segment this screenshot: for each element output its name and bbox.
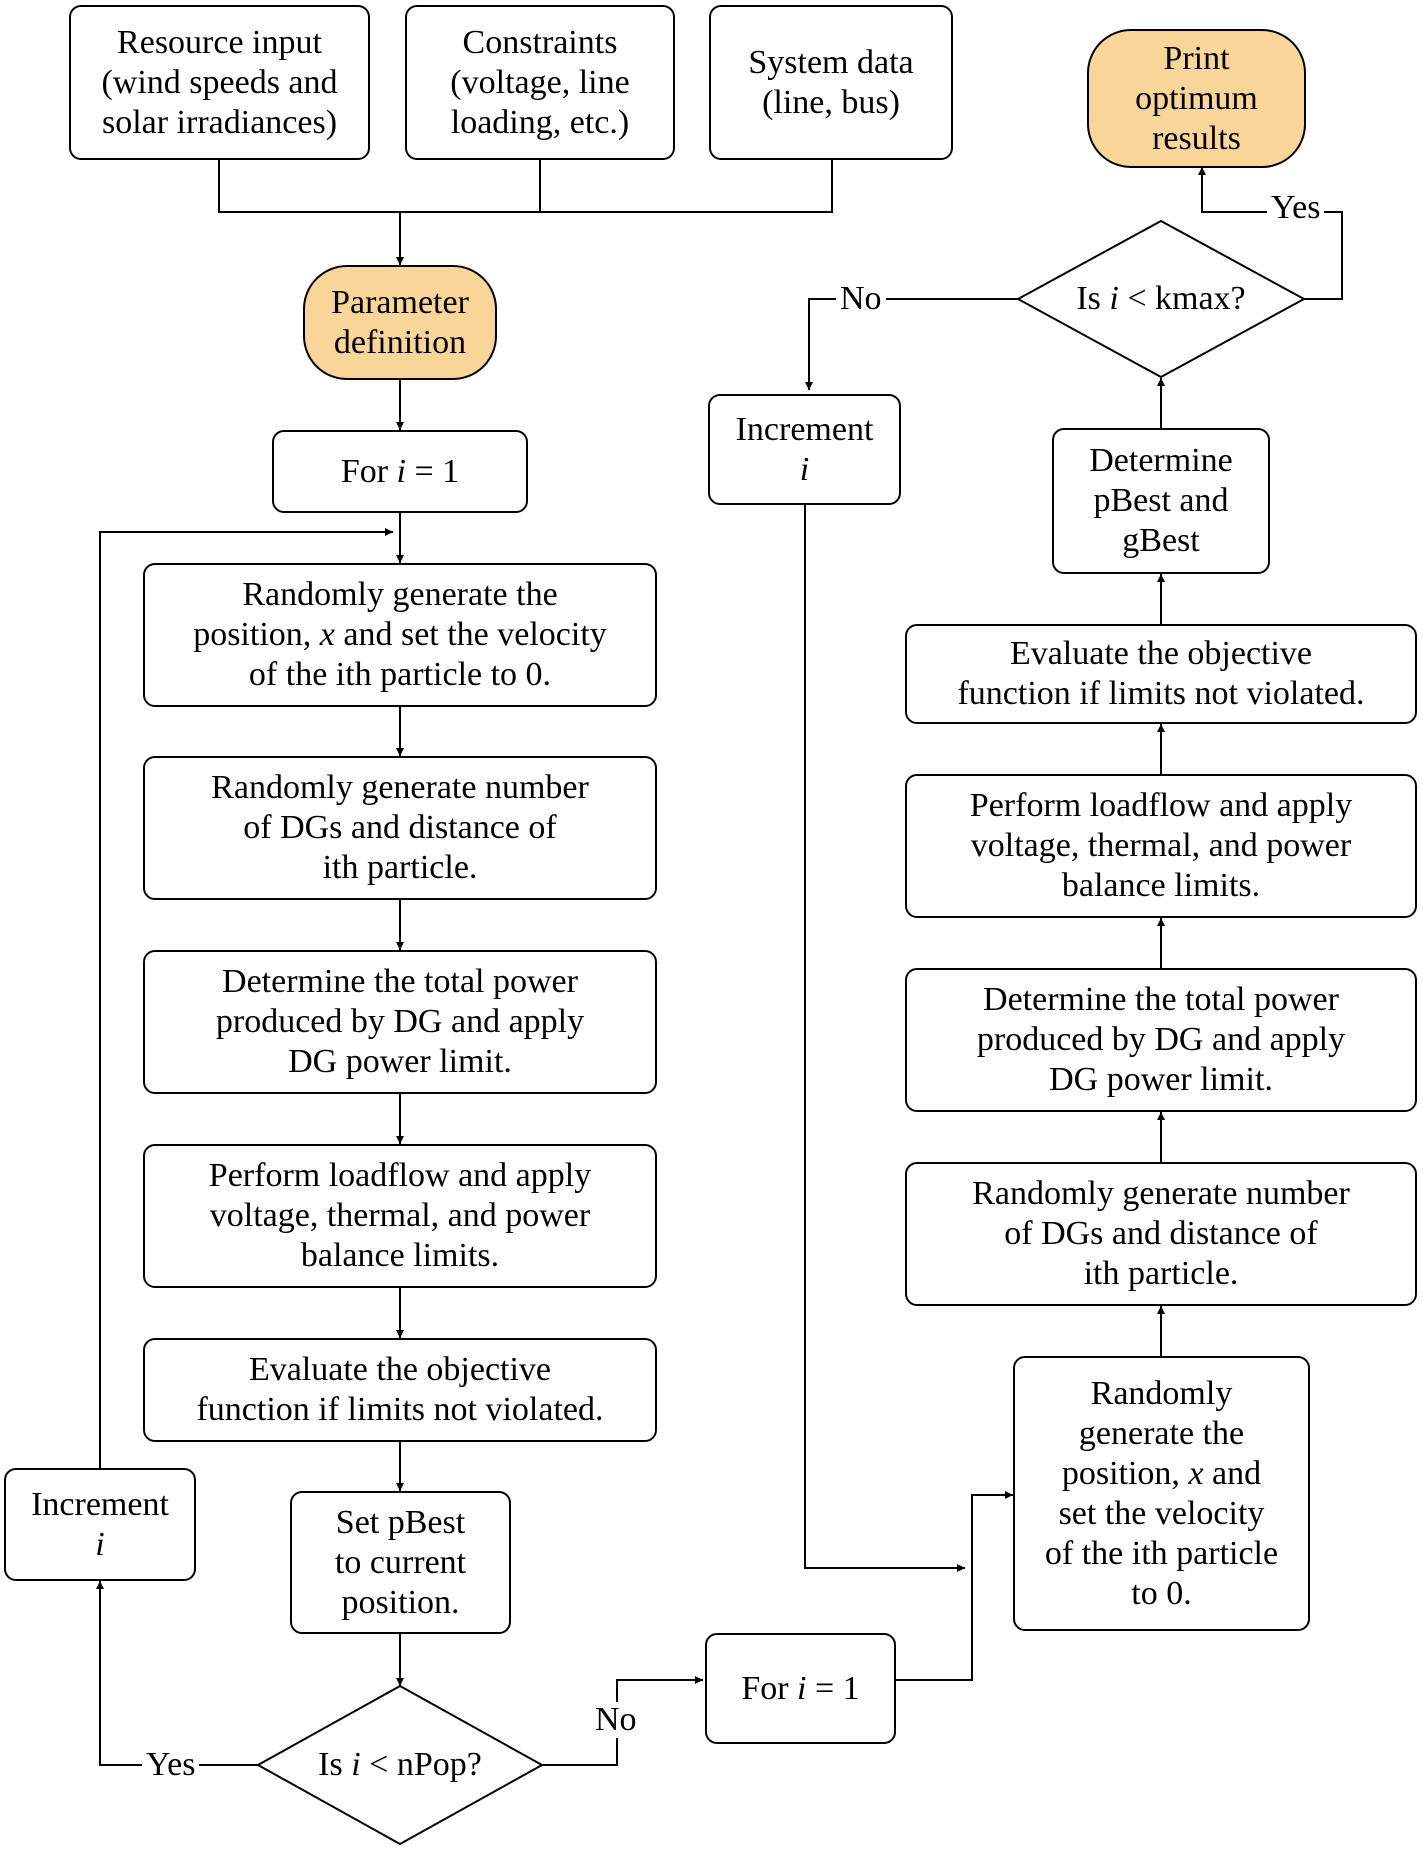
evaluate-objective-left-text: Evaluate the objective function if limit… <box>196 1351 604 1428</box>
perform-loadflow-right-text: Perform loadflow and apply voltage, ther… <box>969 787 1353 904</box>
perform-loadflow-right-box: Perform loadflow and apply voltage, ther… <box>905 774 1417 918</box>
npop-yes-label: Yes <box>142 1747 200 1783</box>
constraints-text: Constraints (voltage, line loading, etc.… <box>450 23 630 141</box>
parameter-definition-text: Parameter definition <box>331 283 469 361</box>
perform-loadflow-left-text: Perform loadflow and apply voltage, ther… <box>208 1157 592 1274</box>
decision-kmax-label: Is i < kmax? <box>1018 270 1304 328</box>
increment-i-top-box: Increment i <box>708 394 901 505</box>
print-results-terminal: Print optimum results <box>1087 29 1306 168</box>
randomly-generate-number-left-box: Randomly generate number of DGs and dist… <box>143 756 657 900</box>
system-data-text: System data (line, bus) <box>748 43 914 121</box>
randomly-generate-position-right-text: Randomly generate the position, x and se… <box>1044 1374 1279 1612</box>
increment-i-top-text: Increment i <box>735 410 874 488</box>
determine-pbest-gbest-box: Determine pBest and gBest <box>1052 428 1270 574</box>
determine-power-left-box: Determine the total power produced by DG… <box>143 950 657 1094</box>
kmax-yes-label: Yes <box>1267 190 1325 226</box>
for-i-1-bottom-text: For i = 1 <box>741 1669 860 1707</box>
for-i-1-left-box: For i = 1 <box>272 430 528 513</box>
randomly-generate-number-right-text: Randomly generate number of DGs and dist… <box>972 1175 1350 1292</box>
edge-for-to-right-randomly <box>896 1491 1013 1681</box>
resource-input-box: Resource input (wind speeds and solar ir… <box>69 5 370 160</box>
edge-inputs-merge <box>218 160 833 213</box>
edge-kmax-yes <box>1198 167 1343 300</box>
determine-power-right-text: Determine the total power produced by DG… <box>976 981 1346 1098</box>
edge-npop-yes <box>96 1581 258 1766</box>
evaluate-objective-right-text: Evaluate the objective function if limit… <box>957 635 1365 712</box>
system-data-box: System data (line, bus) <box>709 5 953 160</box>
decision-kmax-text: Is i < kmax? <box>1076 280 1246 317</box>
decision-kmax-diamond <box>1015 219 1307 379</box>
edge-increment-to-right-randomly <box>804 505 965 1572</box>
edge-kmax-no <box>805 298 1018 390</box>
perform-loadflow-left-box: Perform loadflow and apply voltage, ther… <box>143 1144 657 1288</box>
print-results-text: Print optimum results <box>1135 39 1258 157</box>
randomly-generate-number-left-text: Randomly generate number of DGs and dist… <box>211 769 589 886</box>
randomly-generate-position-right-box: Randomly generate the position, x and se… <box>1013 1356 1310 1631</box>
evaluate-objective-right-box: Evaluate the objective function if limit… <box>905 624 1417 724</box>
randomly-generate-position-left-text: Randomly generate the position, x and se… <box>193 576 607 693</box>
resource-input-text: Resource input (wind speeds and solar ir… <box>101 23 338 141</box>
decision-npop-diamond <box>255 1684 545 1846</box>
decision-npop-text: Is i < nPop? <box>318 1746 482 1783</box>
determine-power-right-box: Determine the total power produced by DG… <box>905 968 1417 1112</box>
decision-npop-label: Is i < nPop? <box>258 1736 542 1794</box>
increment-i-left-text: Increment i <box>31 1485 169 1563</box>
determine-power-left-text: Determine the total power produced by DG… <box>215 963 585 1080</box>
for-i-1-bottom-box: For i = 1 <box>705 1633 896 1744</box>
set-pbest-box: Set pBest to current position. <box>290 1491 511 1634</box>
increment-i-left-box: Increment i <box>4 1468 196 1581</box>
randomly-generate-number-right-box: Randomly generate number of DGs and dist… <box>905 1162 1417 1306</box>
constraints-box: Constraints (voltage, line loading, etc.… <box>405 5 675 160</box>
set-pbest-text: Set pBest to current position. <box>334 1503 467 1621</box>
randomly-generate-position-left-box: Randomly generate the position, x and se… <box>143 563 657 707</box>
evaluate-objective-left-box: Evaluate the objective function if limit… <box>143 1338 657 1442</box>
edge-increment-loop <box>99 528 393 1468</box>
determine-pbest-gbest-text: Determine pBest and gBest <box>1089 442 1233 559</box>
kmax-no-label: No <box>836 281 886 317</box>
for-i-1-left-text: For i = 1 <box>340 452 460 490</box>
npop-no-label: No <box>591 1702 641 1738</box>
parameter-definition-terminal: Parameter definition <box>303 265 497 380</box>
